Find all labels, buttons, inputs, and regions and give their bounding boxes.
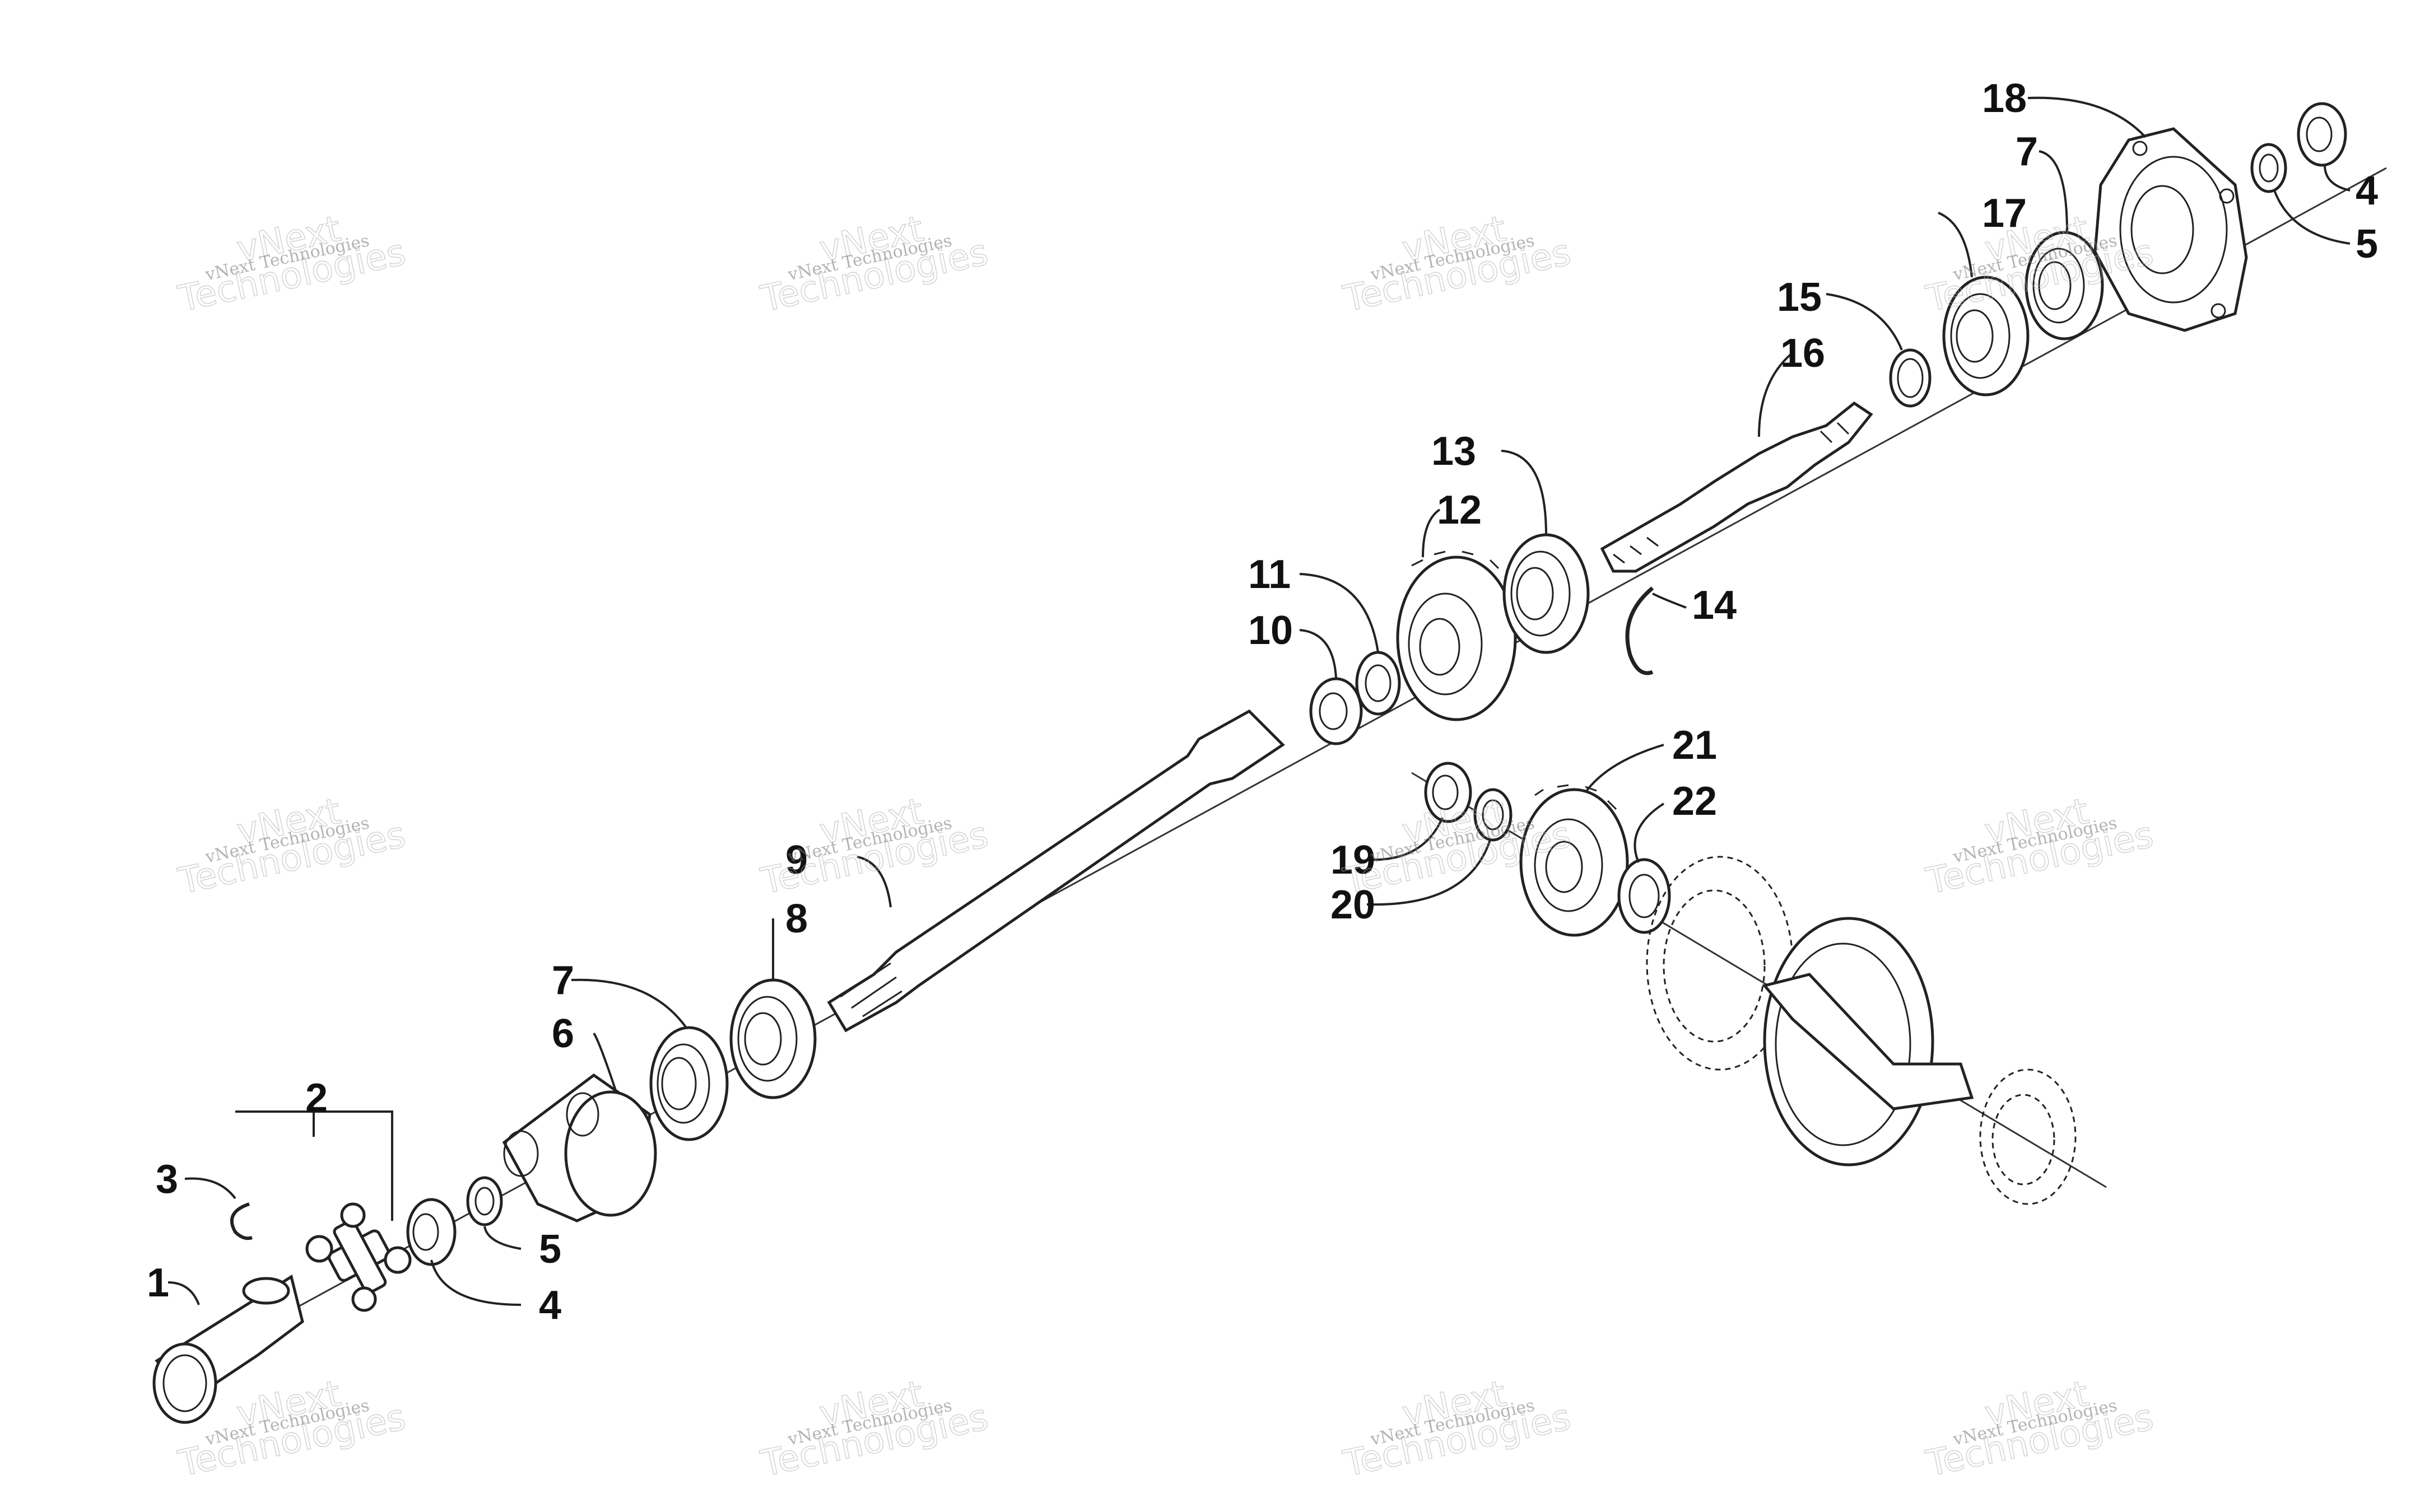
- part-14-snap-ring: [1625, 586, 1654, 675]
- callout-5: 5: [539, 1227, 561, 1272]
- part-7-seal-lower: [649, 1026, 729, 1141]
- part-13-bearing: [1502, 533, 1590, 654]
- part-10-nut: [1309, 677, 1363, 745]
- part-15-snap-ring: [1889, 348, 1932, 408]
- callout-11: 11: [1248, 552, 1291, 597]
- part-22-washer: [1617, 858, 1671, 934]
- callout-7-upper: 7: [2016, 129, 2038, 174]
- part-5-washer-upper: [2250, 143, 2287, 193]
- part-21-pinion-gear: [1519, 784, 1629, 937]
- callout-16: 16: [1780, 331, 1825, 376]
- callout-14: 14: [1692, 583, 1737, 628]
- part-1-yoke: [152, 1275, 304, 1424]
- callout-5-upper: 5: [2356, 222, 2378, 267]
- callout-20: 20: [1330, 883, 1375, 927]
- callout-18: 18: [1982, 76, 2027, 121]
- callout-19: 19: [1330, 838, 1375, 883]
- callout-15: 15: [1777, 275, 1822, 320]
- watermark: vNext Technologies vNext Technologies: [757, 1373, 992, 1485]
- watermark: vNext Technologies vNext Technologies: [174, 208, 409, 320]
- callout-10: 10: [1248, 608, 1293, 653]
- callout-4-upper: 4: [2356, 169, 2378, 213]
- callout-labels: 1 2 3 4 5 6 7 8 9 10 11 12 13 14 15 16 1…: [147, 76, 2378, 1328]
- part-6-flange-yoke: [502, 1073, 657, 1222]
- part-11-washer: [1355, 651, 1401, 716]
- callout-22: 22: [1672, 779, 1717, 824]
- part-18-hub-flange: [2093, 127, 2248, 332]
- callout-21: 21: [1672, 723, 1717, 768]
- watermark: vNext Technologies vNext Technologies: [1339, 1373, 1575, 1485]
- leader-lines: [167, 96, 2351, 1306]
- watermark-grid: vNext Technologies vNext Technologies vN…: [174, 208, 2157, 1485]
- callout-6: 6: [552, 1011, 574, 1056]
- callout-4: 4: [539, 1283, 561, 1328]
- part-4-nut-lower: [406, 1198, 457, 1266]
- callout-3: 3: [156, 1157, 178, 1202]
- callout-17: 17: [1982, 191, 2027, 236]
- callout-1: 1: [147, 1261, 169, 1305]
- part-17-bearing: [1942, 276, 2030, 396]
- reference-gear-assembly: [1646, 856, 2077, 1205]
- watermark: vNext Technologies vNext Technologies: [757, 208, 992, 320]
- watermark: vNext Technologies vNext Technologies: [1339, 208, 1575, 320]
- part-16-splined-shaft: [1600, 401, 1873, 573]
- part-19-nut: [1424, 762, 1472, 823]
- callout-13: 13: [1431, 429, 1476, 474]
- watermark: vNext Technologies vNext Technologies: [1922, 1373, 2157, 1485]
- callout-9: 9: [785, 838, 808, 883]
- part-9-shaft: [827, 709, 1285, 1033]
- part-3-clip: [230, 1202, 253, 1240]
- part-4-nut-upper: [2297, 102, 2347, 167]
- callout-2: 2: [305, 1076, 328, 1121]
- callout-7: 7: [552, 958, 574, 1003]
- part-8-bearing: [729, 978, 817, 1099]
- callout-8: 8: [785, 897, 808, 941]
- part-7-seal-upper: [2025, 231, 2104, 340]
- part-2-universal-joint: [305, 1202, 412, 1312]
- watermark: vNext Technologies vNext Technologies: [1922, 790, 2157, 903]
- watermark: vNext Technologies vNext Technologies: [174, 790, 409, 903]
- callout-12: 12: [1437, 488, 1482, 533]
- part-20-washer: [1473, 788, 1513, 842]
- part-5-washer-lower: [466, 1176, 503, 1226]
- part-12-bevel-gear: [1396, 550, 1517, 721]
